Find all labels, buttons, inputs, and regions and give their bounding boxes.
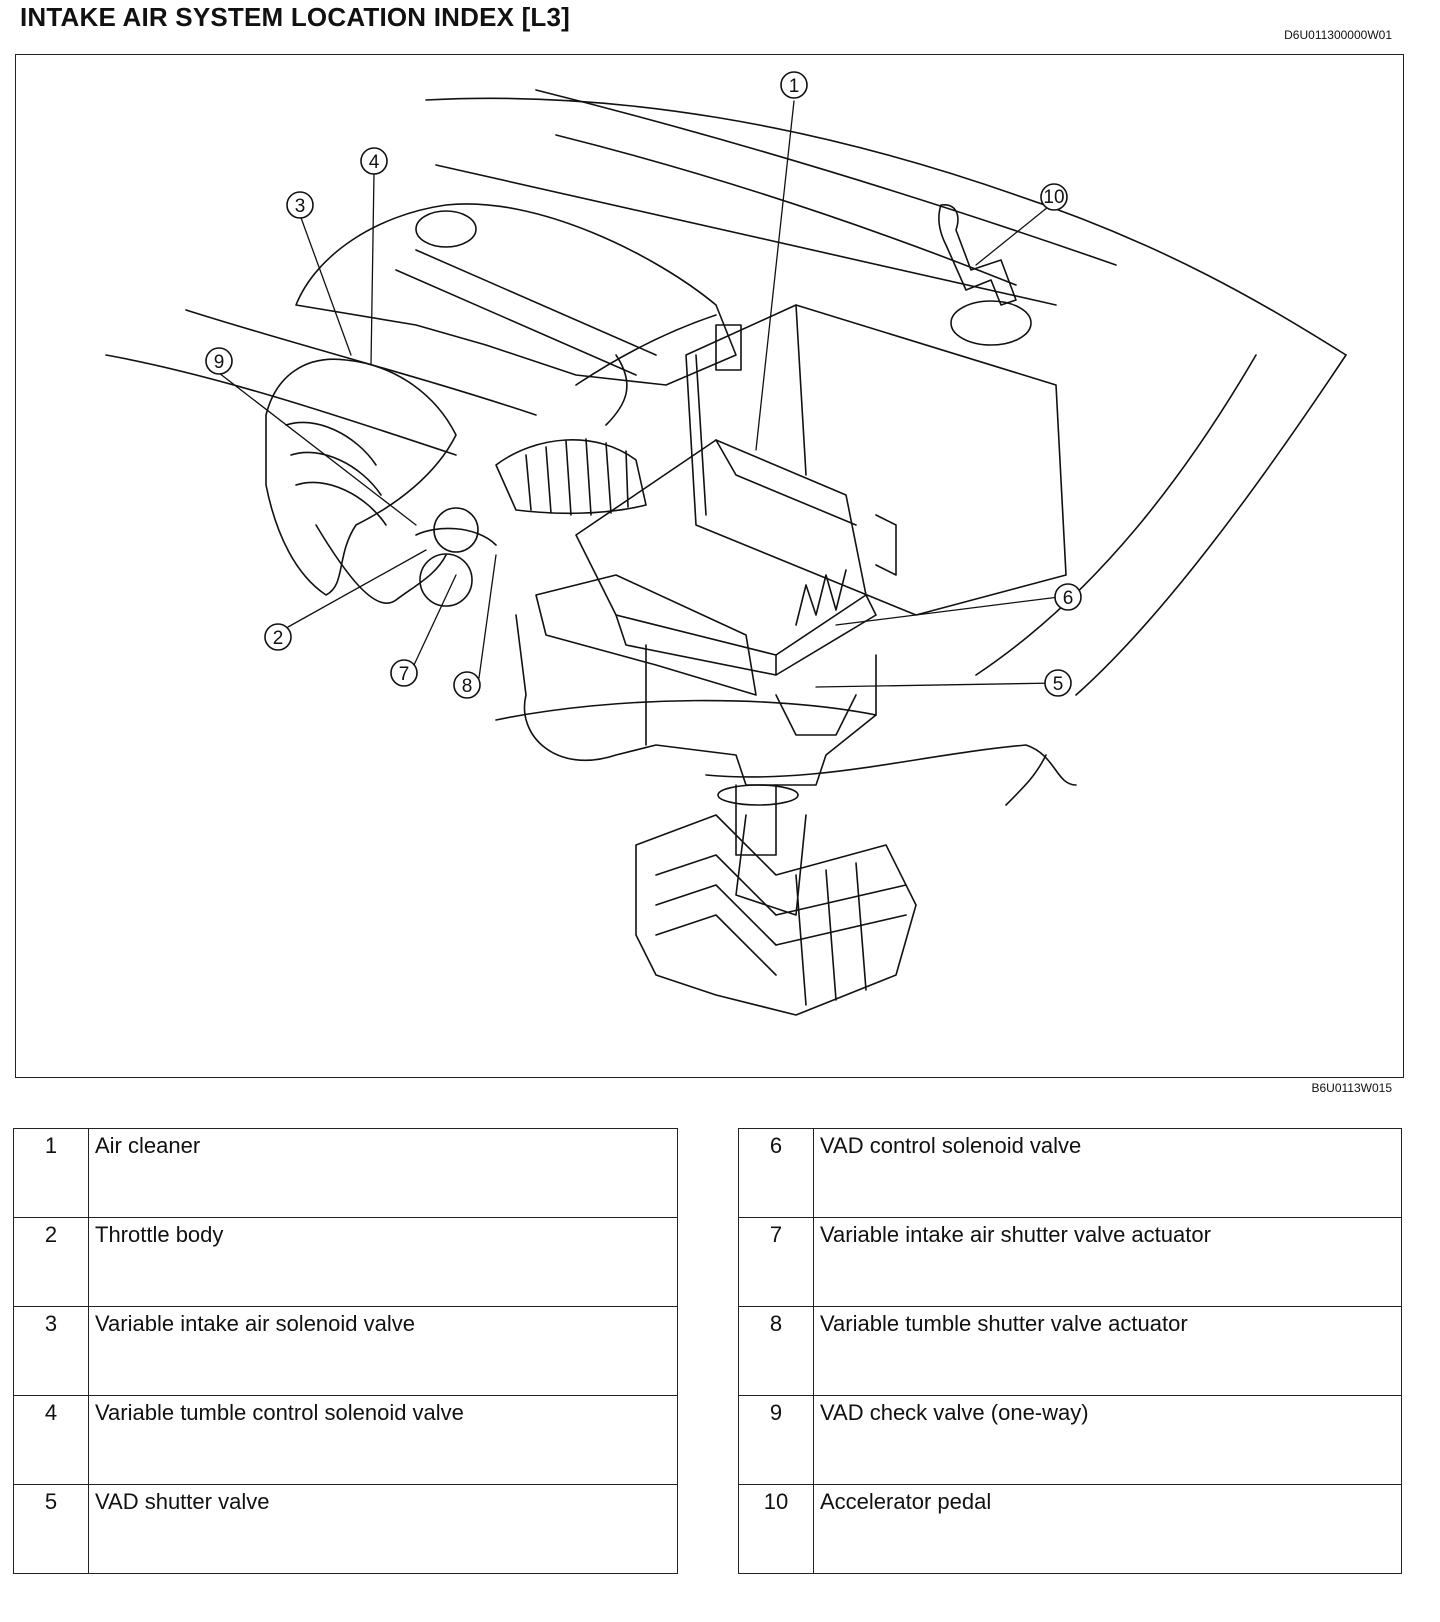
callout-5: 5: [1053, 674, 1064, 695]
legend-label: VAD shutter valve: [88, 1484, 678, 1574]
table-row: 7 Variable intake air shutter valve actu…: [738, 1217, 1402, 1307]
legend-label: Variable intake air solenoid valve: [88, 1306, 678, 1396]
legend-number: 2: [13, 1217, 89, 1307]
legend-label: Air cleaner: [88, 1128, 678, 1218]
callout-10: 10: [1043, 187, 1064, 208]
legend-number: 10: [738, 1484, 814, 1574]
callout-2: 2: [273, 628, 284, 649]
legend-number: 6: [738, 1128, 814, 1218]
legend-label: VAD check valve (one-way): [813, 1395, 1402, 1485]
legend-label: Variable tumble shutter valve actuator: [813, 1306, 1402, 1396]
table-row: 8 Variable tumble shutter valve actuator: [738, 1306, 1402, 1396]
table-row: 1 Air cleaner: [13, 1128, 678, 1218]
legend-label: Throttle body: [88, 1217, 678, 1307]
legend-label: Accelerator pedal: [813, 1484, 1402, 1574]
table-row: 2 Throttle body: [13, 1217, 678, 1307]
legend-number: 3: [13, 1306, 89, 1396]
callout-8: 8: [462, 676, 473, 697]
figure-code: B6U0113W015: [1311, 1081, 1393, 1095]
callout-3: 3: [295, 196, 306, 217]
engine-bay-illustration: 1 2 3 4 5 6 7 8 9 10: [15, 54, 1404, 1078]
table-row: 4 Variable tumble control solenoid valve: [13, 1395, 678, 1485]
legend-number: 8: [738, 1306, 814, 1396]
legend-number: 4: [13, 1395, 89, 1485]
legend-table-right: 6 VAD control solenoid valve 7 Variable …: [738, 1128, 1402, 1574]
table-row: 10 Accelerator pedal: [738, 1484, 1402, 1574]
callout-9: 9: [214, 352, 225, 373]
page-title: INTAKE AIR SYSTEM LOCATION INDEX [L3]: [20, 2, 571, 32]
table-row: 6 VAD control solenoid valve: [738, 1128, 1402, 1218]
legend-number: 1: [13, 1128, 89, 1218]
callout-7: 7: [399, 664, 410, 685]
engine-line-drawing: 1 2 3 4 5 6 7 8 9 10: [105, 71, 1347, 1016]
callout-4: 4: [369, 152, 380, 173]
legend-label: Variable intake air shutter valve actuat…: [813, 1217, 1402, 1307]
legend-number: 5: [13, 1484, 89, 1574]
callout-markers: 1 2 3 4 5 6 7 8 9 10: [205, 71, 1082, 699]
legend-label: VAD control solenoid valve: [813, 1128, 1402, 1218]
table-row: 5 VAD shutter valve: [13, 1484, 678, 1574]
legend-number: 7: [738, 1217, 814, 1307]
legend-table-left: 1 Air cleaner 2 Throttle body 3 Variable…: [13, 1128, 678, 1574]
table-row: 3 Variable intake air solenoid valve: [13, 1306, 678, 1396]
document-code: D6U011300000W01: [1284, 28, 1392, 42]
callout-6: 6: [1063, 588, 1074, 609]
callout-1: 1: [789, 76, 800, 97]
legend-number: 9: [738, 1395, 814, 1485]
legend-label: Variable tumble control solenoid valve: [88, 1395, 678, 1485]
table-row: 9 VAD check valve (one-way): [738, 1395, 1402, 1485]
